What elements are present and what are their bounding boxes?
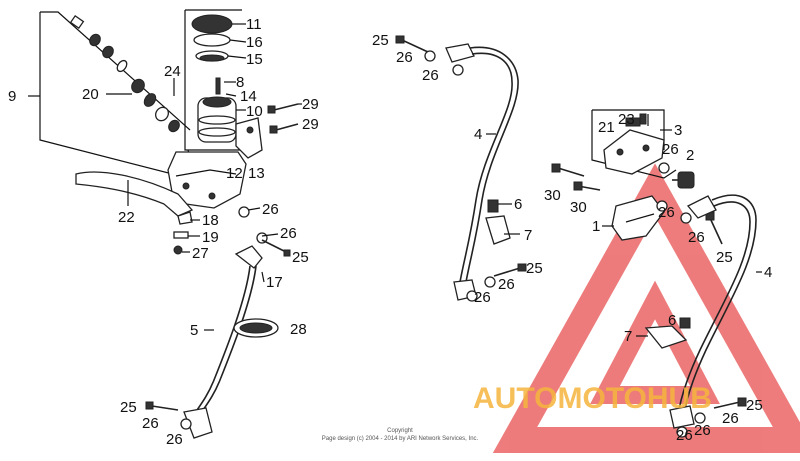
- callout-25a: 25: [292, 249, 309, 266]
- piston-seal-kit: [69, 14, 180, 133]
- callout-1: 1: [592, 218, 600, 235]
- brake-hose-5: [183, 245, 263, 439]
- washer-26: [180, 418, 192, 430]
- callout-6b: 6: [668, 312, 676, 329]
- bolt-30-pair: [551, 163, 601, 191]
- brake-light-switch: [672, 171, 695, 189]
- callout-26m: 26: [694, 422, 711, 439]
- hose-clamp: [233, 318, 279, 338]
- callout-labels: 11 16 15 24 8 14 10 29 29 9 20 12 13 22 …: [8, 16, 772, 448]
- washer-26: [694, 412, 706, 424]
- callout-19: 19: [202, 229, 219, 246]
- callout-24: 24: [164, 63, 181, 80]
- washer-26: [680, 212, 692, 224]
- hose-guide-6-7: [644, 317, 691, 349]
- callout-25c: 25: [372, 32, 389, 49]
- reservoir-box: [184, 9, 242, 151]
- callout-4a: 4: [474, 126, 482, 143]
- callout-26e: 26: [396, 49, 413, 66]
- callout-14: 14: [240, 88, 257, 105]
- callout-26c: 26: [142, 415, 159, 432]
- hose-guide-6-7: [485, 199, 511, 245]
- callout-20: 20: [82, 86, 99, 103]
- reservoir-kit-box: [28, 11, 191, 179]
- watermark-logo: [492, 163, 800, 453]
- 3-way-joint: [603, 113, 665, 175]
- callout-25d: 25: [526, 260, 543, 277]
- watermark: AUTOMOTOHUB: [473, 382, 712, 415]
- callout-10: 10: [246, 103, 263, 120]
- callout-3: 3: [674, 122, 682, 139]
- callout-28: 28: [290, 321, 307, 338]
- callout-26j: 26: [658, 204, 675, 221]
- callout-18: 18: [202, 212, 219, 229]
- callout-30a: 30: [544, 187, 561, 204]
- callout-17: 17: [266, 274, 283, 291]
- washer-26: [238, 206, 250, 218]
- washer-26: [656, 200, 668, 212]
- callout-12: 12: [226, 165, 243, 182]
- callout-22: 22: [118, 209, 135, 226]
- mirror-bracket: [235, 117, 263, 159]
- callout-26g: 26: [498, 276, 515, 293]
- callout-26a: 26: [262, 201, 279, 218]
- banjo-bolt-25: [261, 239, 291, 257]
- callout-25e: 25: [716, 249, 733, 266]
- callout-26k: 26: [688, 229, 705, 246]
- callout-16: 16: [246, 34, 263, 51]
- callout-7b: 7: [624, 328, 632, 345]
- watermark-text: AUTOMOTOHUB: [473, 382, 712, 415]
- callout-29b: 29: [302, 116, 319, 133]
- reservoir-cap-stack: [191, 14, 233, 62]
- callout-11: 11: [246, 16, 262, 33]
- callout-4b: 4: [764, 264, 772, 281]
- callout-26f: 26: [422, 67, 439, 84]
- callout-25f: 25: [746, 397, 763, 414]
- washer-26: [658, 162, 670, 174]
- callout-26h: 26: [474, 289, 491, 306]
- callout-6a: 6: [514, 196, 522, 213]
- callout-26n: 26: [676, 427, 693, 444]
- copyright-line-2: Page design (c) 2004 - 2014 by ARI Netwo…: [322, 436, 479, 442]
- callout-9: 9: [8, 88, 16, 105]
- callout-26b: 26: [280, 225, 297, 242]
- callout-7a: 7: [524, 227, 532, 244]
- washer-26: [676, 426, 688, 438]
- callout-5: 5: [190, 322, 198, 339]
- reservoir-body: [197, 77, 237, 143]
- callout-8: 8: [236, 74, 244, 91]
- callout-25b: 25: [120, 399, 137, 416]
- callout-13: 13: [248, 165, 265, 182]
- callout-26d: 26: [166, 431, 183, 448]
- banjo-bolt-25: [713, 397, 747, 409]
- pivot-hardware: [173, 211, 193, 255]
- copyright-line-1: Copyright: [387, 428, 413, 434]
- leader-lines: [127, 23, 762, 337]
- banjo-bolt-25: [705, 211, 723, 245]
- bolt-29-pair: [267, 103, 299, 134]
- callout-21: 21: [598, 119, 615, 136]
- callout-2: 2: [686, 147, 694, 164]
- brake-hose-4-lower: [669, 194, 757, 429]
- callout-23: 23: [618, 111, 635, 128]
- callout-15: 15: [246, 51, 263, 68]
- banjo-bolt-25: [145, 401, 179, 411]
- brake-hose-4-upper: [395, 35, 527, 302]
- callout-26l: 26: [722, 410, 739, 427]
- callout-30b: 30: [570, 199, 587, 216]
- callout-26i: 26: [662, 141, 679, 158]
- callout-29a: 29: [302, 96, 319, 113]
- mounting-bracket-1: [611, 195, 665, 241]
- callout-27: 27: [192, 245, 209, 262]
